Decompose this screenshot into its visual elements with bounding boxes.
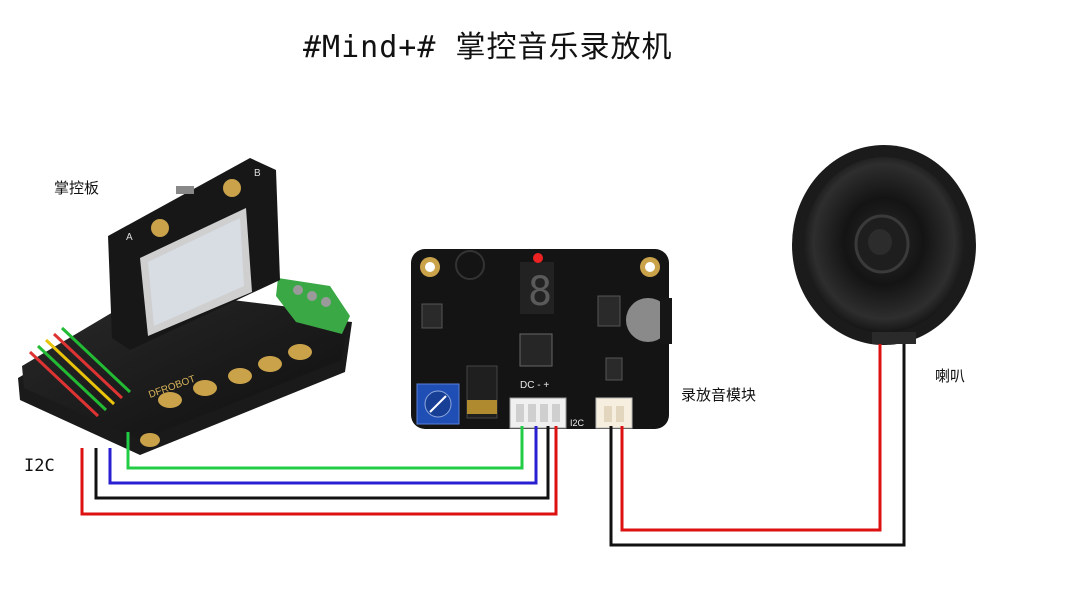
usb-port [176,186,194,194]
wire-black [94,426,550,500]
i2c-label: I2C [24,456,55,476]
edge-pads [140,344,312,447]
volume-knob [626,298,670,342]
display-digit: 8 [528,269,552,315]
speaker-connector [595,397,633,429]
header-pins [28,326,132,418]
button-a [151,219,169,237]
bus-label: I2C [570,418,585,428]
seven-segment-display [520,262,554,314]
chip-main [519,333,553,367]
module-label: 录放音模块 [681,386,757,404]
terminal-block [276,278,350,334]
button-b [223,179,241,197]
chip-small [605,357,623,381]
button-b-label: B [254,168,261,179]
expansion-board-top [22,290,348,440]
speaker-terminal [872,332,916,344]
audio-module: 8 DC - + I2C [411,249,672,429]
speaker-wire-red [620,344,882,532]
wire-red [80,426,558,516]
mic-outline [455,250,485,280]
button-a-label: A [126,232,133,243]
speaker-label: 喇叭 [935,367,966,385]
wires [80,344,906,547]
chip-left [421,303,443,329]
wire-blue [108,426,538,485]
oled-screen [148,218,244,326]
speaker-wire-black [609,344,906,547]
controller-board: DFROBOT A B [18,158,352,455]
speaker [792,145,976,345]
page-title: #Mind+# 掌控音乐录放机 [303,30,673,65]
power-pins-label: DC - + [520,380,549,391]
wire-green [126,426,524,470]
board-label: 掌控板 [54,179,100,197]
status-led [533,253,543,263]
chip-right [597,295,621,327]
